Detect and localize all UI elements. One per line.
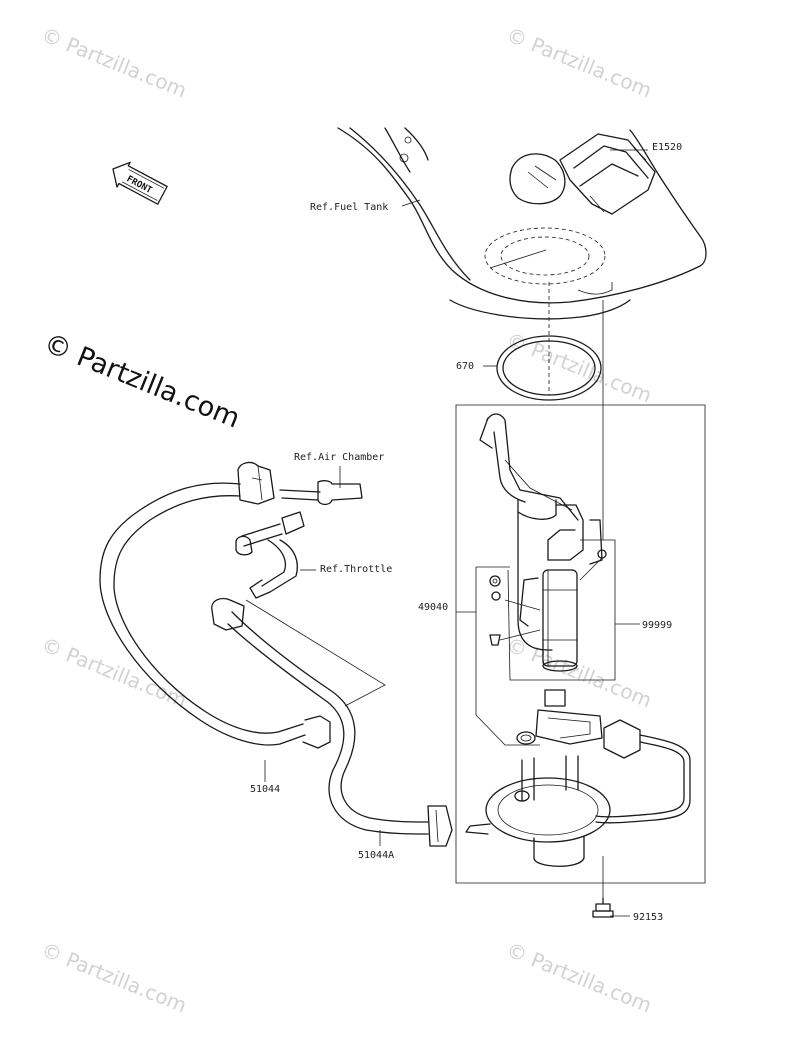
part-labels: E1520 Ref.Fuel Tank 670 Ref.Air Chamber … [250, 142, 682, 923]
watermark-lower-right: © Partzilla.com [503, 632, 655, 712]
pump-flange [465, 755, 611, 867]
throttle-fittings [235, 480, 363, 599]
watermark-bottom-left: © Partzilla.com [38, 937, 190, 1017]
label-pump-assembly-49040: 49040 [418, 602, 448, 613]
leader-lines [245, 149, 648, 917]
label-hose-51044: 51044 [250, 784, 280, 795]
fuel-filter [516, 689, 603, 745]
label-fuel-tank: Ref.Fuel Tank [310, 202, 388, 213]
label-air-chamber: Ref.Air Chamber [294, 452, 384, 463]
label-bolt-92153: 92153 [633, 912, 663, 923]
label-hose-51044A: 51044A [358, 850, 394, 861]
watermark-top-right: © Partzilla.com [503, 22, 655, 102]
front-arrow-icon: FRONT [112, 161, 168, 205]
fuel-hose-51044A [211, 597, 453, 847]
watermark-mid-left: © Partzilla.com [38, 632, 190, 712]
sub-assembly-frame [507, 539, 616, 681]
label-throttle: Ref.Throttle [320, 564, 392, 575]
pump-opening [484, 227, 606, 285]
label-sub-assembly-99999: 99999 [642, 620, 672, 631]
label-diagram-code: E1520 [652, 142, 682, 153]
fuel-hose-51044 [99, 461, 331, 749]
watermark-bottom-right: © Partzilla.com [503, 937, 655, 1017]
watermark-main: © Partzilla.com [39, 328, 244, 435]
watermark-top-left: © Partzilla.com [38, 22, 190, 102]
fuel-tank-outline [337, 127, 707, 320]
label-gasket-670: 670 [456, 361, 474, 372]
pump-assembly-frame [455, 404, 706, 884]
fuel-pump-body [479, 413, 607, 672]
pump-connector [595, 719, 691, 824]
bolt [592, 856, 614, 918]
